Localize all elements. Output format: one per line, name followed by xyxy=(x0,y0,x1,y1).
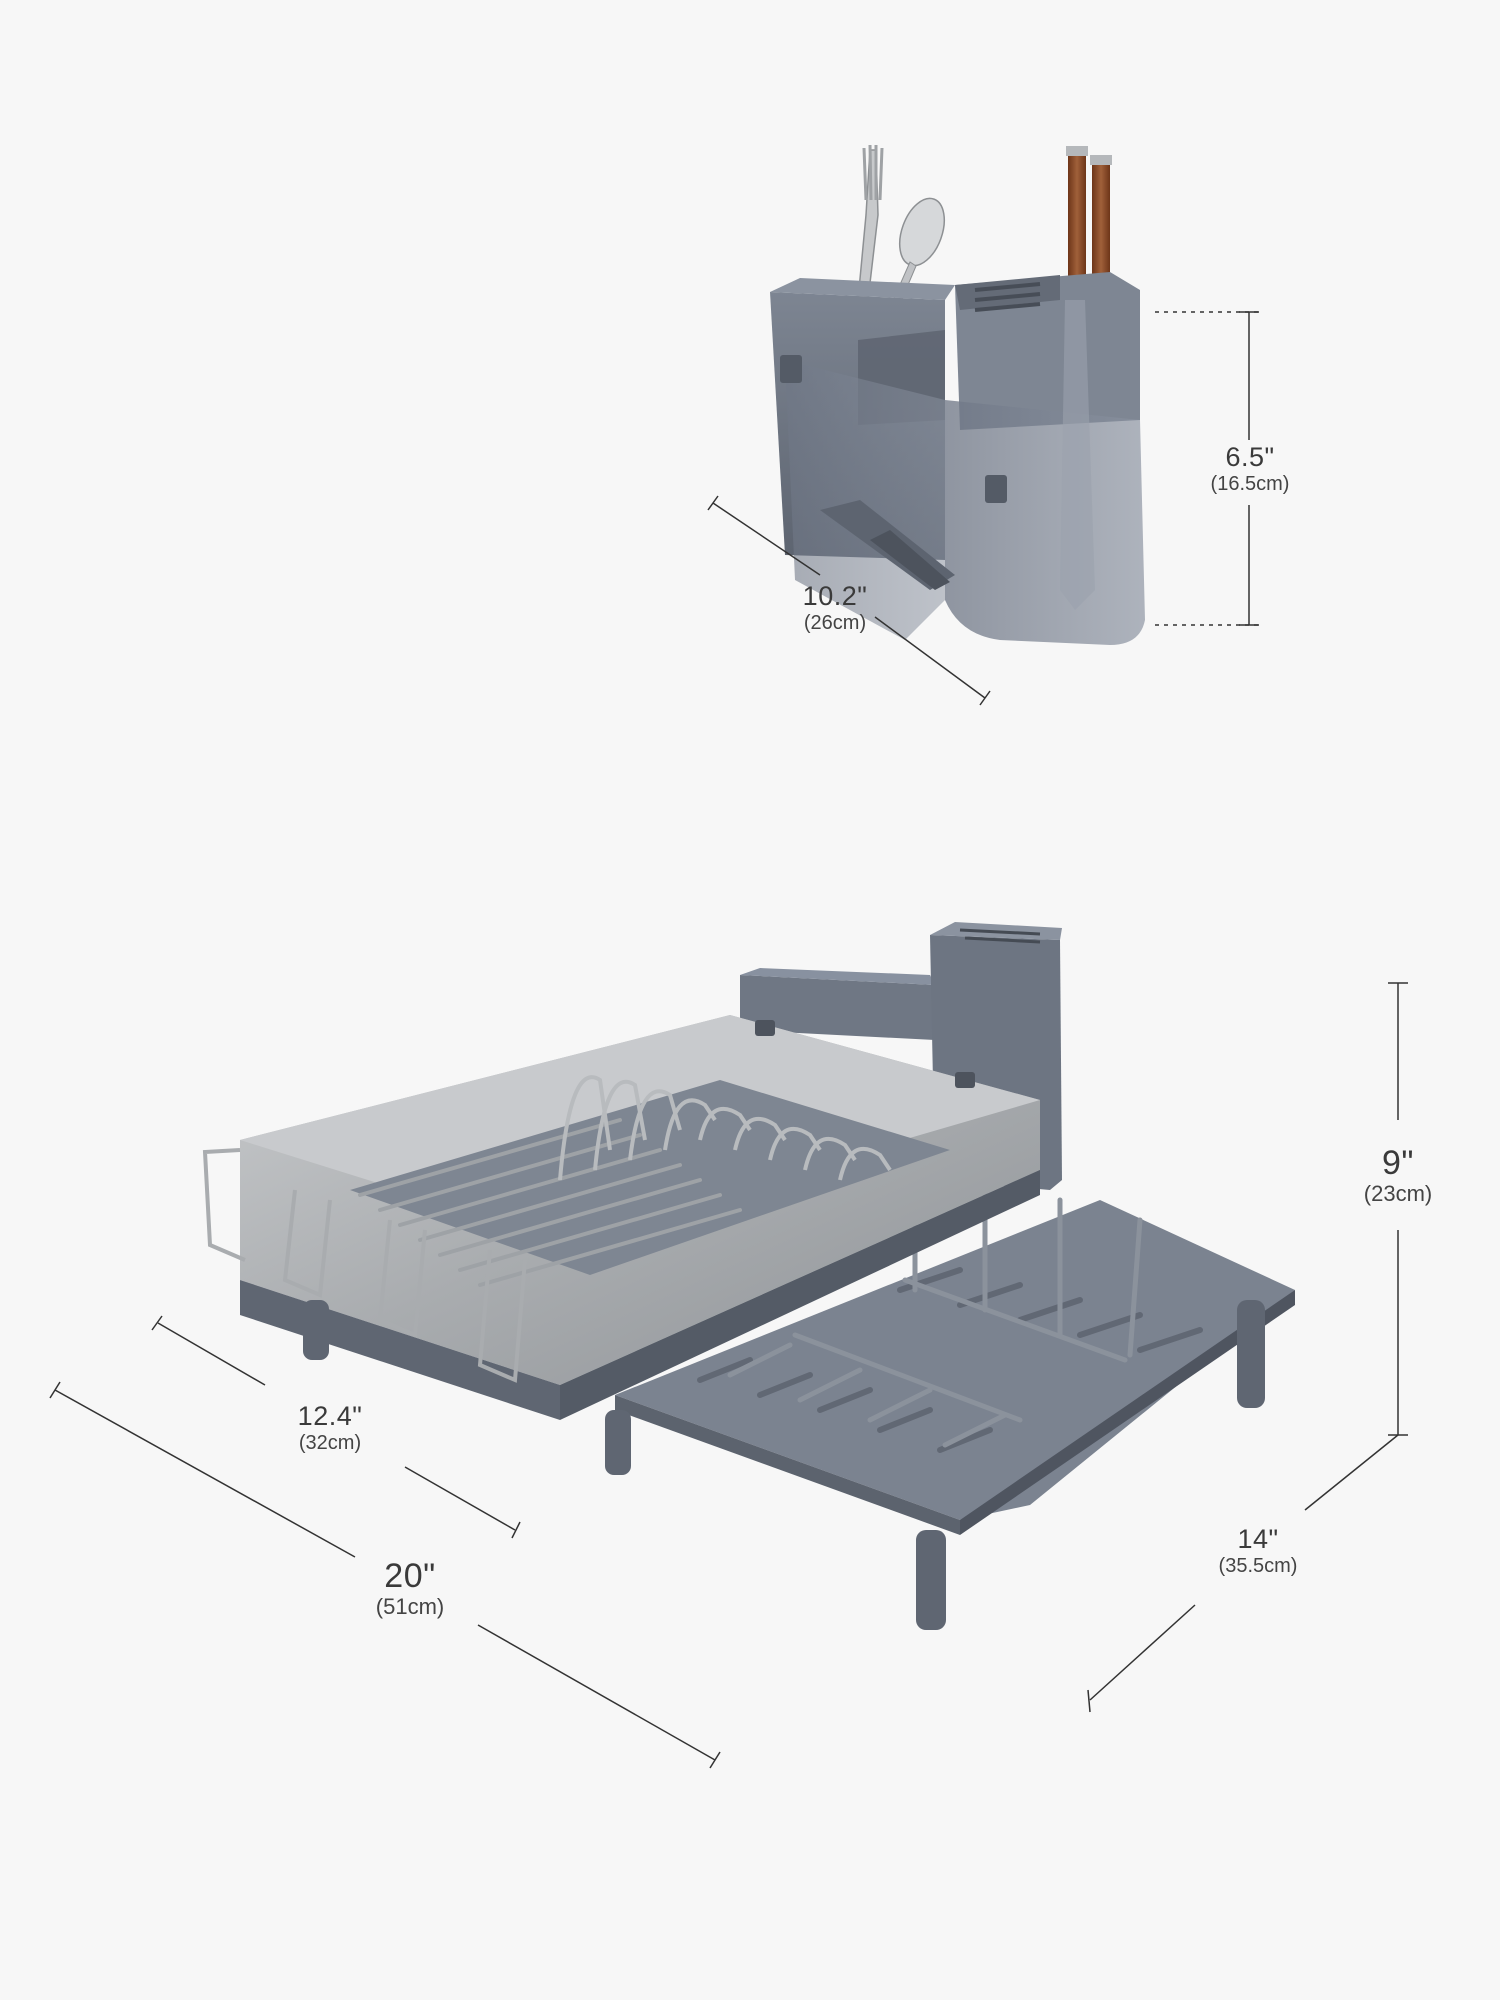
total-width-label: 20" (51cm) xyxy=(350,1557,470,1620)
caddy-height-dimension xyxy=(1155,311,1262,626)
basket-width-cm: (32cm) xyxy=(298,1431,362,1454)
rack-height-dimension xyxy=(1388,982,1408,1436)
basket-width-label: 12.4" (32cm) xyxy=(270,1401,390,1454)
caddy-height-inches: 6.5" xyxy=(1225,442,1275,472)
total-width-cm: (51cm) xyxy=(375,1594,445,1620)
rack-depth-inches: 14" xyxy=(1237,1524,1279,1554)
caddy-height-label: 6.5" (16.5cm) xyxy=(1190,442,1310,495)
total-width-inches: 20" xyxy=(384,1557,436,1595)
rack-height-cm: (23cm) xyxy=(1363,1181,1433,1207)
fork-icon xyxy=(857,144,884,301)
rack-height-inches: 9" xyxy=(1382,1144,1414,1182)
caddy-width-label: 10.2" (26cm) xyxy=(775,581,895,634)
total-width-dimension xyxy=(49,1381,721,1769)
caddy-width-inches: 10.2" xyxy=(802,581,868,611)
rack-height-label: 9" (23cm) xyxy=(1338,1144,1458,1207)
basket-width-dimension xyxy=(151,1315,521,1539)
caddy-width-cm: (26cm) xyxy=(803,611,867,634)
caddy-height-cm: (16.5cm) xyxy=(1210,472,1290,495)
rack-depth-label: 14" (35.5cm) xyxy=(1193,1524,1323,1577)
rack-depth-dimension xyxy=(1087,1434,1399,1713)
rack-depth-cm: (35.5cm) xyxy=(1218,1554,1298,1577)
caddy-width-dimension xyxy=(707,495,991,706)
dish-rack-illustration xyxy=(202,922,1295,1630)
utensil-caddy-illustration xyxy=(770,144,1145,645)
basket-width-inches: 12.4" xyxy=(297,1401,363,1431)
